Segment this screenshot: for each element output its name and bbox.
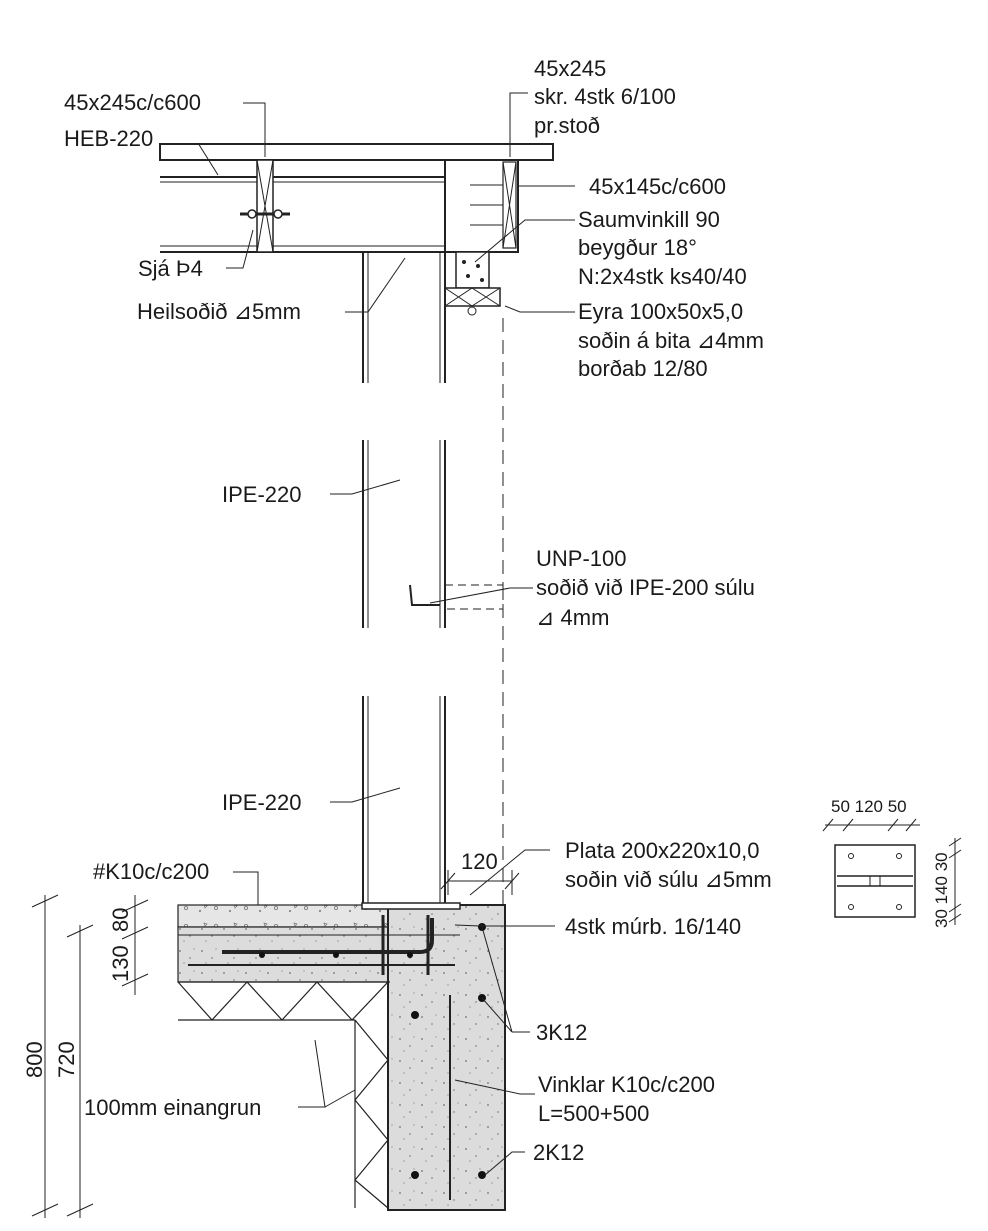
base-plate-detail [822, 818, 962, 925]
label-dim-80: 80 [108, 907, 133, 932]
label-eyra-line2: soðin á bita ⊿4mm [578, 328, 764, 353]
label-sja: Sjá Þ4 [138, 256, 203, 281]
label-k10: #K10c/c200 [93, 859, 210, 884]
label-insulation: 100mm einangrun [84, 1095, 262, 1120]
label-post-line2: skr. 4stk 6/100 [534, 84, 676, 109]
label-dim-720: 720 [54, 1041, 79, 1078]
leader-lines [197, 92, 575, 1176]
label-post-line3: pr.stoð [534, 113, 601, 138]
label-nail-line3: N:2x4stk ks40/40 [578, 264, 747, 289]
label-unp-line3: ⊿ 4mm [536, 605, 610, 630]
label-plata-line2: soðin við súlu ⊿5mm [565, 867, 772, 892]
label-heb: HEB-220 [64, 126, 154, 151]
label-plata-line1: Plata 200x220x10,0 [565, 838, 760, 863]
label-beam-timber: 45x245c/c600 [64, 90, 201, 115]
label-eyra-line3: borðab 12/80 [578, 356, 708, 381]
label-vinklar-line1: Vinklar K10c/c200 [538, 1072, 715, 1097]
label-anchor-bolts: 4stk múrb. 16/140 [565, 914, 742, 939]
label-dim-130: 130 [108, 945, 133, 982]
label-post-line1: 45x245 [534, 56, 607, 81]
label-plate-dim-side: 30 140 30 [932, 852, 951, 928]
label-ipe-lower: IPE-220 [222, 790, 302, 815]
label-vinklar-line2: L=500+500 [538, 1101, 650, 1126]
label-weld-full: Heilsoðið ⊿5mm [137, 299, 301, 324]
label-ipe-upper: IPE-220 [222, 482, 302, 507]
dimension-lines [31, 870, 520, 1218]
top-beam-assembly [159, 143, 554, 316]
label-dim-800: 800 [22, 1041, 47, 1078]
label-dim-120: 120 [461, 849, 498, 874]
label-unp-line1: UNP-100 [536, 546, 627, 571]
column-ipe [362, 252, 504, 905]
label-plate-dim-top: 50 120 50 [831, 797, 907, 816]
foundation [177, 902, 506, 1211]
label-unp-line2: soðið við IPE-200 súlu [536, 575, 755, 600]
label-eyra-line1: Eyra 100x50x5,0 [578, 299, 744, 324]
label-rebar-2k12: 2K12 [533, 1140, 585, 1165]
label-joist: 45x145c/c600 [589, 174, 726, 199]
label-nail-line1: Saumvinkill 90 [578, 207, 720, 232]
label-rebar-3k12: 3K12 [536, 1020, 588, 1045]
label-nail-line2: beygður 18° [578, 235, 697, 260]
